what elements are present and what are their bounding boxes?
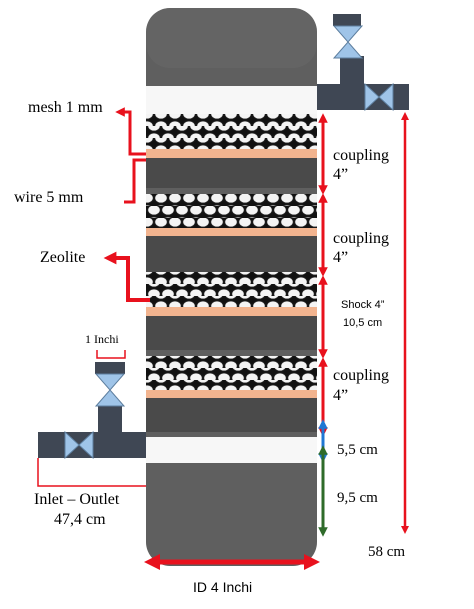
- pebble-layer-4: [146, 356, 317, 368]
- top-band: [146, 86, 317, 114]
- zeolite-callout-line: [103, 251, 150, 302]
- dim-58-label: 58 cm: [368, 544, 406, 560]
- coupling3-label: coupling: [333, 367, 389, 384]
- id-label: ID 4 Inchi: [193, 579, 253, 595]
- mesh-callout-line: [115, 107, 146, 156]
- coupling2-label: coupling: [333, 230, 389, 247]
- inlet-outlet-size: 47,4 cm: [54, 511, 106, 528]
- bottom-valve-horizontal-icon: [64, 430, 94, 460]
- inlet-outlet-label: Inlet – Outlet: [34, 491, 120, 508]
- top-valve-horizontal-icon: [364, 82, 394, 112]
- pebble-layer-2c: [146, 218, 317, 228]
- bottom-band: [146, 437, 317, 463]
- pebble-layer-4c: [146, 380, 317, 390]
- pebble-layer-1: [146, 114, 317, 126]
- shock-label: Shock 4”: [341, 299, 385, 311]
- coupling-band-1: [146, 158, 317, 188]
- wire-callout-line: [124, 158, 146, 204]
- pebble-layer-2b: [146, 206, 317, 218]
- pebble-layer-3: [146, 272, 317, 284]
- pebble-layer-2: [146, 194, 317, 206]
- shock-size: 10,5 cm: [343, 317, 383, 329]
- coupling2-size: 4”: [333, 249, 349, 266]
- mesh-pad-4: [146, 390, 317, 398]
- coupling1-size: 4”: [333, 166, 349, 183]
- coupling-band-2: [146, 236, 317, 272]
- coupling-band-3: [146, 398, 317, 432]
- dim-95-label: 9,5 cm: [337, 490, 378, 506]
- pebble-layer-1c: [146, 138, 317, 149]
- bottom-pipe-assembly: [38, 362, 146, 460]
- shock-band: [146, 316, 317, 350]
- wire-label: wire 5 mm: [14, 189, 84, 206]
- mesh-pad-2: [146, 228, 317, 236]
- bottom-valve-vertical-icon: [94, 373, 126, 407]
- dim-55-label: 5,5 cm: [337, 442, 378, 458]
- mesh-pad-3: [146, 307, 317, 316]
- top-valve-vertical-icon: [332, 25, 364, 59]
- mesh-pad-1: [146, 149, 317, 158]
- inlet-bracket: [37, 458, 146, 487]
- pebble-layer-3c: [146, 296, 317, 307]
- coupling3-size: 4”: [333, 387, 349, 404]
- zeolite-label: Zeolite: [40, 249, 86, 266]
- inch-label: 1 Inchi: [85, 332, 119, 346]
- coupling1-label: coupling: [333, 147, 389, 164]
- pebble-layer-1b: [146, 126, 317, 138]
- pebble-layer-3b: [146, 284, 317, 296]
- top-pipe-assembly: [317, 14, 409, 112]
- inch-bracket: [96, 350, 126, 359]
- pebble-layer-4b: [146, 368, 317, 380]
- column-shading: [146, 8, 317, 68]
- mesh-label: mesh 1 mm: [28, 99, 103, 116]
